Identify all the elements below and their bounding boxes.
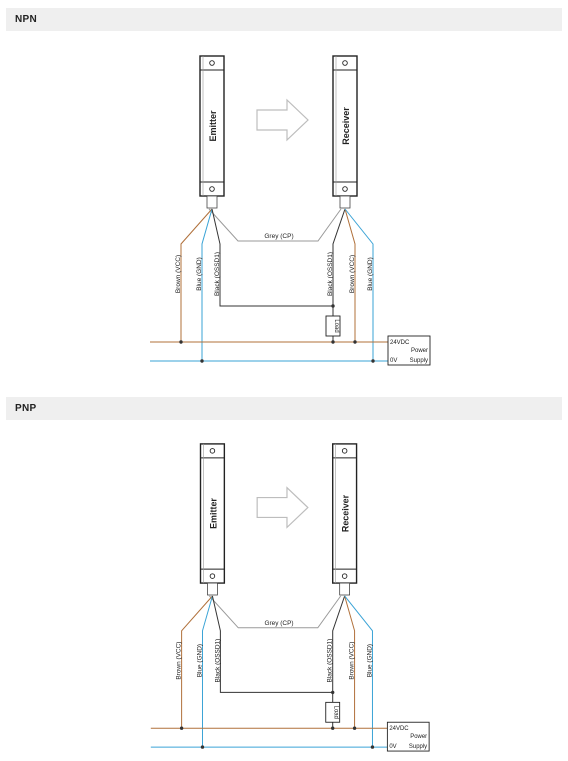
load-label: Load — [333, 319, 339, 332]
emitter-body — [199, 55, 225, 197]
receiver-body — [332, 55, 358, 197]
receiver-black-wire — [332, 208, 346, 342]
section-title-pnp: PNP — [6, 397, 562, 420]
receiver-cable-gland — [339, 195, 351, 209]
emitter-blue-label: Blue (GND) — [196, 257, 203, 291]
supply-power-label: Power — [411, 348, 428, 354]
supply-24vdc-label: 24VDC — [389, 726, 409, 732]
section-title-npn: NPN — [6, 8, 562, 31]
load-resistor — [325, 701, 341, 723]
emitter-top-hole — [209, 448, 216, 454]
emitter-brown-label: Brown (VCC) — [175, 255, 182, 293]
junction-dot — [331, 726, 335, 730]
emitter-black-wire — [211, 595, 333, 693]
emitter-label: Emitter — [208, 110, 218, 142]
junction-dot — [371, 359, 375, 363]
emitter-bottom-hole — [209, 186, 215, 192]
receiver-blue-label: Blue (GND) — [366, 644, 373, 677]
junction-dot — [352, 726, 357, 730]
receiver-cable-gland — [339, 582, 351, 596]
emitter-black-wire — [211, 208, 333, 307]
power-supply-box — [386, 721, 430, 752]
junction-dot — [331, 690, 335, 695]
junction-dot — [200, 359, 204, 363]
receiver-blue-wire — [344, 208, 374, 361]
supply-supply-label: Supply — [410, 358, 428, 364]
junction-dot — [353, 340, 357, 344]
supply-supply-label: Supply — [409, 744, 427, 750]
junction-dot — [179, 726, 184, 730]
supply-0v-label: 0V — [389, 744, 396, 750]
power-supply-box — [387, 335, 431, 366]
junction-dot — [331, 304, 335, 308]
junction-dot — [200, 745, 205, 749]
receiver-bottom-hole — [341, 573, 348, 579]
receiver-label: Receiver — [341, 494, 351, 532]
emitter-brown-wire — [180, 208, 213, 342]
receiver-blue-label: Blue (GND) — [367, 257, 374, 291]
receiver-brown-label: Brown (VCC) — [349, 642, 356, 680]
emitter-blue-label: Blue (GND) — [196, 644, 203, 677]
receiver-brown-label: Brown (VCC) — [349, 255, 356, 293]
junction-dot — [179, 340, 183, 344]
emitter-cable-gland — [206, 195, 218, 209]
junction-dot — [370, 745, 375, 749]
emitter-blue-wire — [201, 208, 213, 361]
receiver-black-wire — [332, 595, 346, 729]
supply-power-label: Power — [410, 734, 427, 740]
supply-24vdc-label: 24VDC — [390, 340, 410, 346]
supply-0v-label: 0V — [390, 358, 397, 364]
emitter-black-label: Black (OSSD1) — [214, 252, 221, 296]
grey-cp-label: Grey (CP) — [265, 620, 294, 627]
junction-dot — [331, 340, 335, 344]
emitter-black-label: Black (OSSD1) — [214, 639, 221, 683]
emitter-brown-wire — [181, 595, 213, 729]
emitter-top-hole — [209, 60, 215, 66]
load-resistor — [325, 315, 341, 337]
emitter-label: Emitter — [208, 498, 218, 529]
receiver-blue-wire — [344, 595, 373, 748]
grey-cp-label: Grey (CP) — [264, 233, 293, 240]
receiver-black-label: Black (OSSD1) — [327, 639, 334, 683]
direction-arrow-icon — [256, 486, 309, 529]
receiver-top-hole — [342, 60, 348, 66]
receiver-brown-wire — [344, 595, 356, 729]
grey-cp-wire — [209, 595, 342, 629]
emitter-cable-gland — [207, 582, 218, 596]
grey-cp-wire — [208, 208, 342, 242]
receiver-bottom-hole — [342, 186, 348, 192]
receiver-brown-wire — [344, 208, 356, 342]
emitter-bottom-hole — [209, 573, 216, 579]
load-label: Load — [333, 706, 339, 719]
direction-arrow-icon — [256, 98, 309, 142]
emitter-brown-label: Brown (VCC) — [176, 642, 183, 680]
receiver-top-hole — [341, 448, 348, 454]
receiver-label: Receiver — [341, 107, 351, 145]
receiver-black-label: Black (OSSD1) — [327, 252, 334, 296]
emitter-blue-wire — [201, 595, 213, 748]
